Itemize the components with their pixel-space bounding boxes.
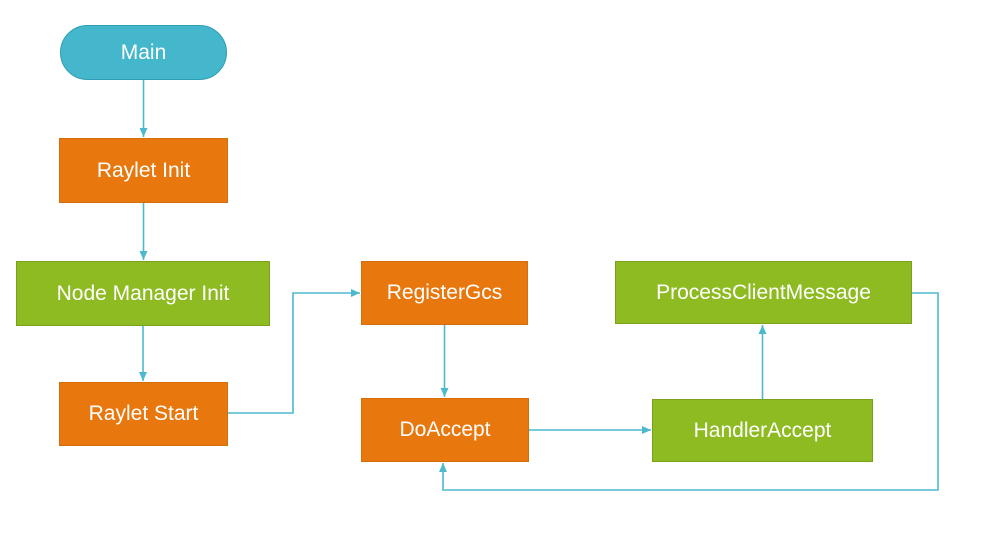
- node-handler-accept-label: HandlerAccept: [693, 418, 832, 442]
- node-node-manager-init: Node Manager Init: [16, 261, 270, 326]
- node-do-accept: DoAccept: [361, 398, 529, 462]
- node-raylet-start: Raylet Start: [59, 382, 228, 446]
- node-register-gcs-label: RegisterGcs: [386, 281, 503, 305]
- node-process-client-message: ProcessClientMessage: [615, 261, 912, 324]
- node-raylet-init-label: Raylet Init: [96, 158, 191, 182]
- node-register-gcs: RegisterGcs: [361, 261, 528, 325]
- node-node-manager-init-label: Node Manager Init: [56, 281, 230, 305]
- edge-raylet-start-to-register-gcs: [228, 289, 360, 414]
- edge-process-client-message-to-do-accept: [439, 292, 939, 491]
- node-raylet-start-label: Raylet Start: [88, 402, 199, 426]
- node-raylet-init: Raylet Init: [59, 138, 228, 203]
- node-main-label: Main: [120, 40, 167, 64]
- node-do-accept-label: DoAccept: [399, 418, 491, 442]
- node-process-client-message-label: ProcessClientMessage: [656, 280, 871, 304]
- node-main: Main: [60, 25, 227, 80]
- node-handler-accept: HandlerAccept: [652, 399, 873, 462]
